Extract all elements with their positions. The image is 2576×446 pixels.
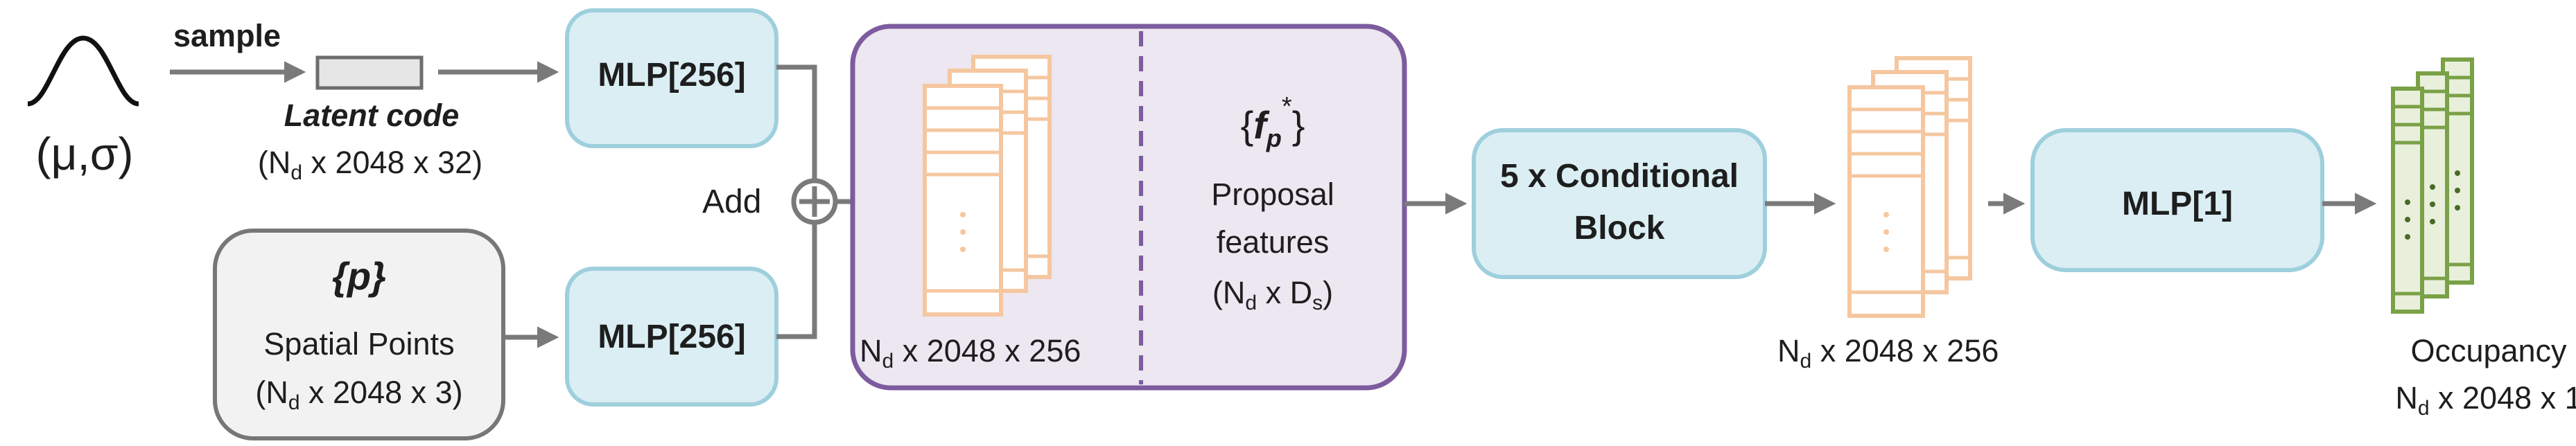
conditional-block-box [1472, 128, 1767, 279]
spatial-points-dims: (Nd x 2048 x 3) [255, 375, 462, 414]
proposal-dims: (Nd x Ds) [1212, 275, 1333, 314]
mlp-out-box [2030, 128, 2324, 272]
latent-code-title: Latent code [284, 98, 460, 133]
occupancy-layer-front [2391, 87, 2424, 314]
conditional-block-line1: 5 x Conditional [1500, 158, 1739, 195]
gaussian-curve-icon [27, 35, 139, 107]
proposal-line1: Proposal [1211, 177, 1334, 212]
occupancy-stack [2391, 57, 2474, 314]
stack1-caption: Nd x 2048 x 256 [860, 333, 1081, 373]
latent-code-dims: (Nd x 2048 x 32) [258, 145, 482, 184]
proposal-line2: features [1217, 224, 1330, 260]
stack1-layer-front [923, 84, 1003, 316]
feature-stack-2 [1847, 56, 1972, 318]
mlp-bottom-label: MLP[256] [598, 319, 745, 355]
sample-label: sample [173, 18, 281, 53]
stack2-caption: Nd x 2048 x 256 [1777, 333, 1999, 373]
proposal-symbol: {fp*} [1241, 92, 1305, 152]
occupancy-dims: Nd x 2048 x 1 [2395, 380, 2576, 420]
feature-stack-1 [923, 55, 1052, 316]
add-label: Add [702, 184, 761, 220]
distribution-label: (μ,σ) [35, 128, 133, 179]
spatial-points-box [213, 229, 505, 440]
mlp-top-box [565, 8, 778, 148]
mlp-top-to-add-line [776, 64, 817, 181]
spatial-points-title: Spatial Points [263, 326, 454, 362]
conditional-block-line2: Block [1574, 210, 1665, 247]
mlp-top-label: MLP[256] [598, 57, 745, 93]
mlp-bottom-to-add-line [776, 222, 817, 339]
mlp-out-label: MLP[1] [2122, 186, 2233, 222]
spatial-points-set: {p} [332, 254, 386, 298]
occupancy-title: Occupancy [2410, 333, 2567, 368]
stack2-layer-front [1847, 85, 1925, 318]
latent-code-box [315, 55, 424, 90]
add-icon [791, 178, 838, 225]
